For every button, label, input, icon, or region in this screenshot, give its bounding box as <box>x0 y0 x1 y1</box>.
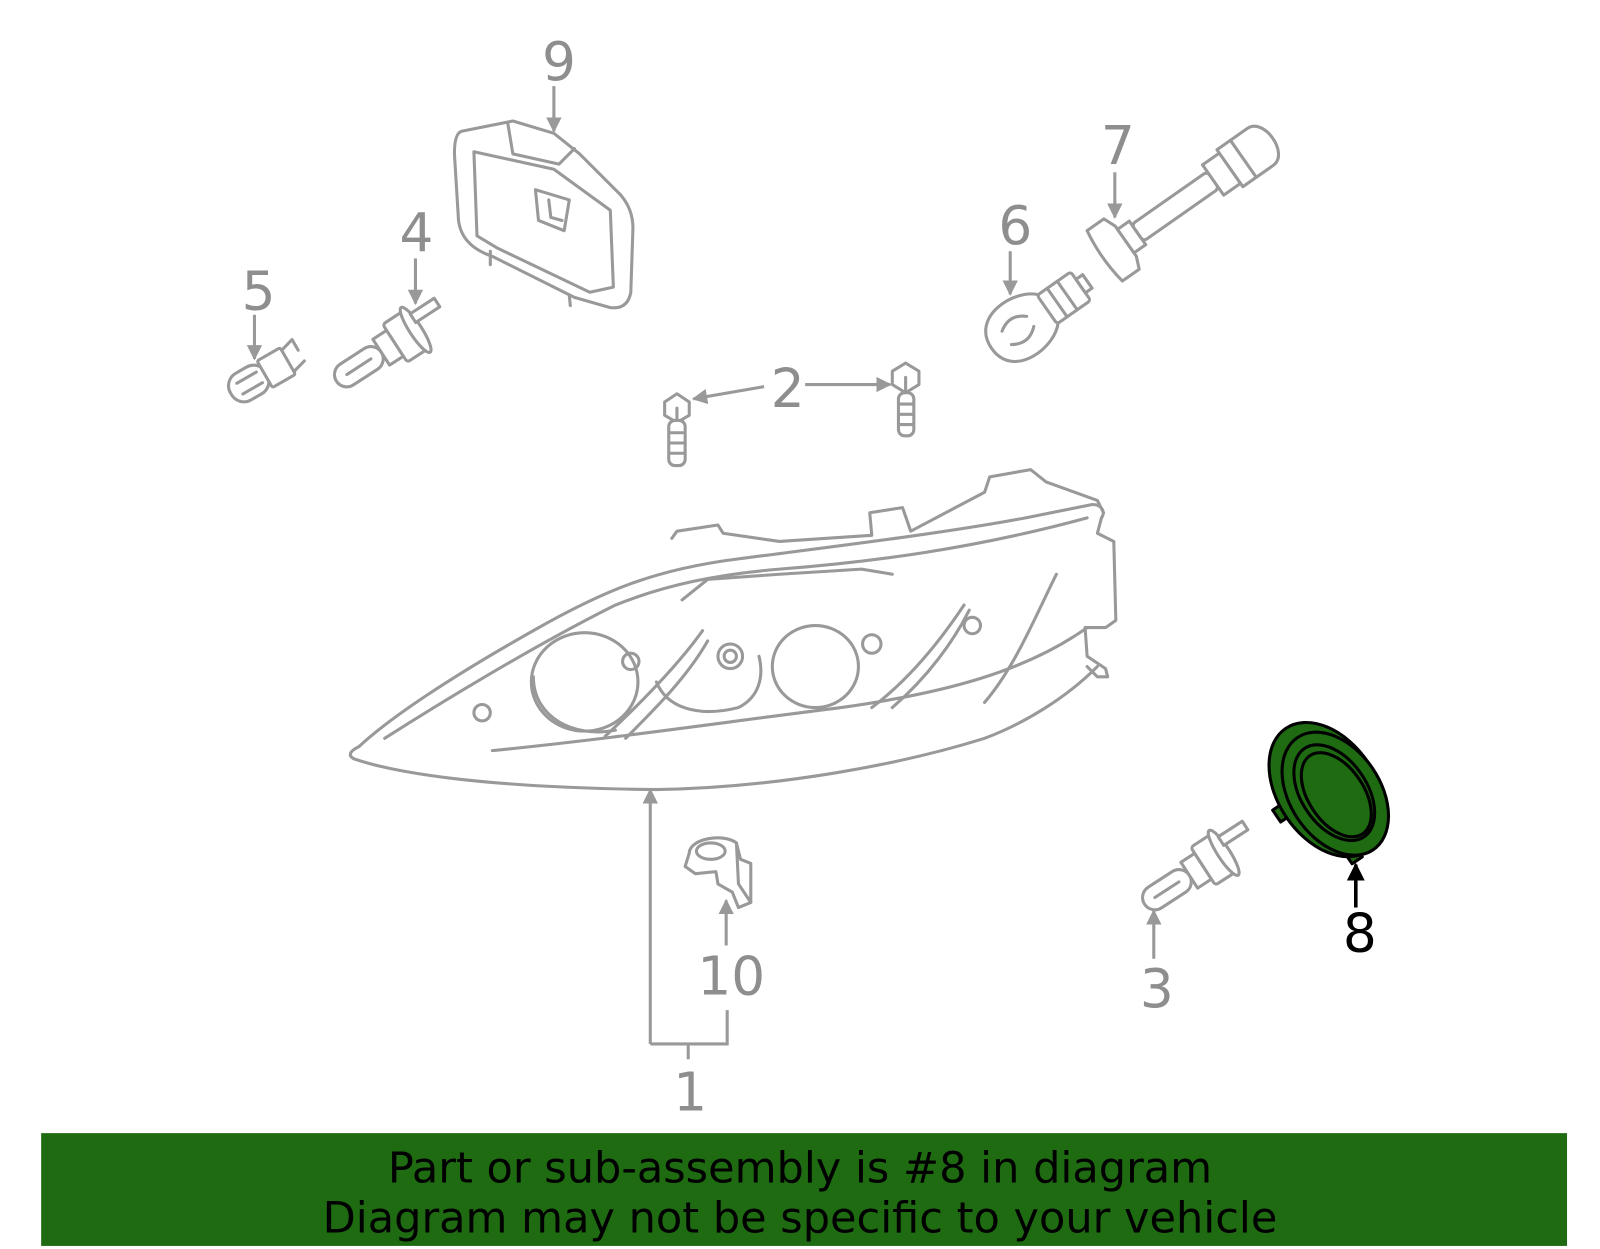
callout-label-6: 6 <box>998 195 1032 257</box>
part-9-drawing <box>452 119 635 310</box>
part-8-highlighted-ring-drawing <box>1267 720 1391 866</box>
part-1-headlamp-assembly-drawing <box>348 468 1118 792</box>
part-10-clip-drawing <box>683 836 753 910</box>
part-2-bolt-left-drawing <box>663 392 691 468</box>
part-5-wedge-bulb-drawing <box>226 338 306 404</box>
callout-label-7: 7 <box>1101 115 1135 177</box>
notice-banner-line-2: Diagram may not be specific to your vehi… <box>323 1194 1278 1244</box>
callout-label-5: 5 <box>242 261 276 323</box>
callout-label-9: 9 <box>542 31 576 93</box>
notice-banner: Part or sub-assembly is #8 in diagram Di… <box>41 1133 1568 1246</box>
callout-label-2: 2 <box>771 358 805 420</box>
part-4-bulb-drawing <box>332 296 442 389</box>
part-2-bolt-right-drawing <box>890 361 921 438</box>
callout-label-8-highlighted: 8 <box>1343 903 1377 965</box>
callout-arrow-2-left <box>691 385 765 405</box>
notice-banner-line-1: Part or sub-assembly is #8 in diagram <box>388 1143 1212 1193</box>
notice-banner-background <box>41 1133 1568 1246</box>
part-3-bulb-drawing <box>1141 819 1250 912</box>
part-6-bulb-drawing <box>984 271 1094 363</box>
callout-label-4: 4 <box>400 202 434 264</box>
callout-label-3: 3 <box>1140 958 1174 1020</box>
callout-label-1: 1 <box>673 1062 707 1124</box>
part-7-socket-drawing <box>1085 124 1280 283</box>
callout-bracket-1 <box>650 1010 729 1060</box>
callout-label-10: 10 <box>697 946 765 1008</box>
